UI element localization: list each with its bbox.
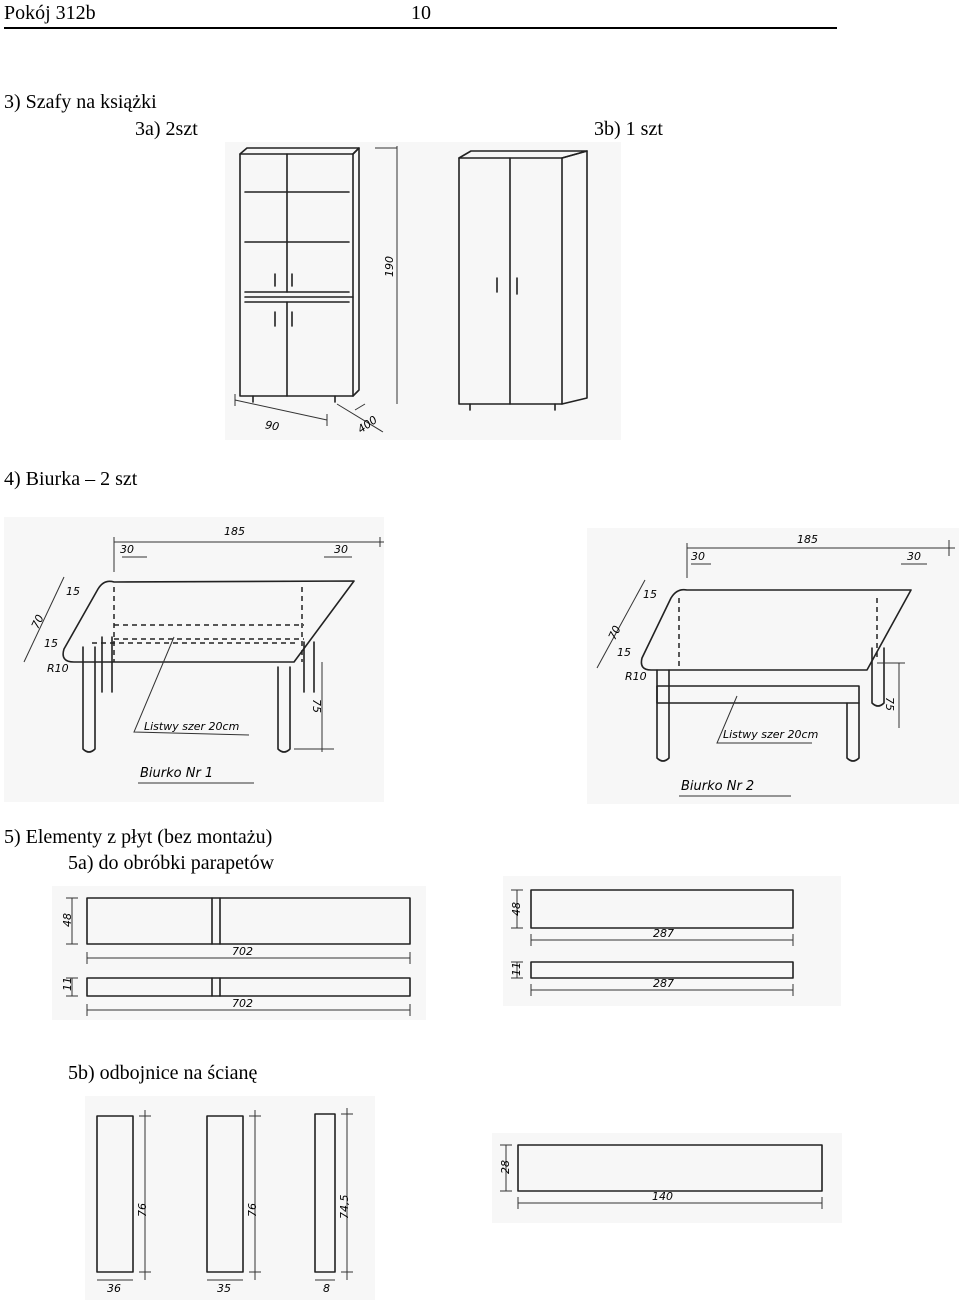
desk-1-inner2-label: 15 xyxy=(44,637,58,650)
desk-2-note: Listwy szer 20cm xyxy=(723,728,818,741)
desk-1-height-label: 75 xyxy=(310,699,323,713)
desk-1-offset-right-label: 30 xyxy=(334,543,348,556)
desk-1-note: Listwy szer 20cm xyxy=(144,720,239,733)
bumper-3-height-label: 74,5 xyxy=(338,1195,351,1220)
sill-a-l2-label: 702 xyxy=(232,997,253,1010)
sill-b-l1-label: 287 xyxy=(653,927,674,940)
page-number: 10 xyxy=(411,2,431,24)
bumper-2-height-label: 76 xyxy=(246,1203,259,1217)
desk-1-radius-label: R10 xyxy=(47,662,69,675)
header-rule xyxy=(4,27,837,29)
wardrobe-width-label: 90 xyxy=(264,418,280,433)
wardrobe-drawing: 190 90 400 xyxy=(225,142,621,440)
desk-2-depth-label: 70 xyxy=(606,624,624,642)
sill-b-h1-label: 48 xyxy=(510,902,523,916)
wall-bumpers-drawing: 76 36 76 35 74,5 8 xyxy=(85,1096,375,1300)
room-title: Pokój 312b xyxy=(4,2,96,24)
bumper-1-width-label: 36 xyxy=(107,1282,121,1295)
desk-2-label: Biurko Nr 2 xyxy=(681,779,754,794)
sill-a-h1-label: 48 xyxy=(61,913,74,927)
sill-a-h2-label: 11 xyxy=(61,977,74,991)
bumper-4-width-label: 140 xyxy=(652,1190,673,1203)
section-3b-label: 3b) 1 szt xyxy=(594,118,663,140)
desk-2-radius-label: R10 xyxy=(625,670,647,683)
section-5-title: 5) Elementy z płyt (bez montażu) xyxy=(4,826,273,848)
wardrobe-height-label: 190 xyxy=(383,256,396,277)
desk-2-inner-label: 15 xyxy=(643,588,657,601)
bumper-2-width-label: 35 xyxy=(217,1282,231,1295)
desk-1-label: Biurko Nr 1 xyxy=(140,766,213,781)
desk-1-inner-label: 15 xyxy=(66,585,80,598)
sill-a-l1-label: 702 xyxy=(232,945,253,958)
sill-strips-b-drawing: 48 287 11 287 xyxy=(503,876,841,1006)
bumper-1-height-label: 76 xyxy=(136,1203,149,1217)
desk-2-offset-left-label: 30 xyxy=(691,550,705,563)
desk-2-height-label: 75 xyxy=(883,697,896,711)
desk-2-length-label: 185 xyxy=(797,533,818,546)
sill-b-h2-label: 11 xyxy=(510,962,523,976)
sill-strips-a-drawing: 48 702 11 702 xyxy=(52,886,426,1020)
desk-2-inner2-label: 15 xyxy=(617,646,631,659)
bumper-3-width-label: 8 xyxy=(323,1282,330,1295)
bumper-4-height-label: 28 xyxy=(499,1160,512,1174)
section-3-title: 3) Szafy na książki xyxy=(4,91,157,113)
desk-1-depth-label: 70 xyxy=(29,613,47,631)
wall-bumper-long-drawing: 28 140 xyxy=(492,1133,842,1223)
section-5a-label: 5a) do obróbki parapetów xyxy=(68,852,275,874)
section-5b-label: 5b) odbojnice na ścianę xyxy=(68,1062,258,1084)
desk-2-drawing: 185 30 30 70 15 15 R10 75 Listwy szer 20… xyxy=(587,528,959,804)
sill-b-l2-label: 287 xyxy=(653,977,674,990)
section-3a-label: 3a) 2szt xyxy=(135,118,198,140)
desk-1-drawing: 185 30 30 70 15 15 R10 75 Listwy szer 20… xyxy=(4,517,384,802)
desk-1-length-label: 185 xyxy=(224,525,245,538)
desk-2-offset-right-label: 30 xyxy=(907,550,921,563)
section-4-title: 4) Biurka – 2 szt xyxy=(4,468,138,490)
desk-1-offset-left-label: 30 xyxy=(120,543,134,556)
